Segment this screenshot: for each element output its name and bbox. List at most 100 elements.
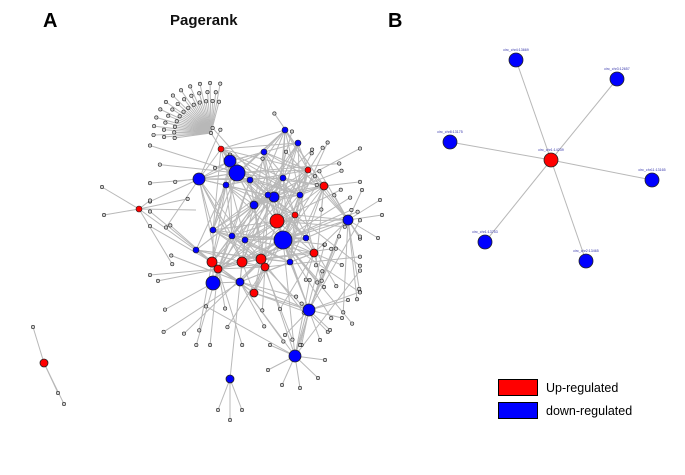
- edge: [212, 127, 275, 198]
- edge: [276, 220, 315, 254]
- spoke-node-label: circ_chr8:13175: [437, 130, 463, 134]
- network-node: [294, 294, 299, 299]
- edge: [212, 184, 227, 231]
- network-node: [161, 329, 166, 334]
- edge: [276, 185, 325, 222]
- edge: [220, 142, 299, 150]
- edge: [225, 184, 255, 206]
- down-regulated-node: [192, 172, 206, 186]
- edge: [239, 281, 265, 327]
- legend: Up-regulated down-regulated: [498, 377, 632, 423]
- edge: [138, 208, 173, 265]
- network-node: [218, 81, 223, 86]
- edge: [103, 208, 140, 216]
- network-node: [355, 209, 360, 214]
- network-node: [309, 151, 314, 156]
- down-regulated-node: [294, 139, 302, 147]
- edge: [323, 185, 361, 237]
- edge: [308, 299, 349, 311]
- network-node: [317, 169, 322, 174]
- edge: [267, 194, 291, 263]
- edge: [149, 145, 238, 174]
- network-node: [213, 90, 218, 95]
- edge: [264, 266, 329, 333]
- up-regulated-node: [255, 253, 267, 265]
- down-regulated-node: [192, 246, 200, 254]
- down-regulated-node: [235, 277, 245, 287]
- network-node: [357, 290, 362, 295]
- down-regulated-node: [228, 164, 246, 182]
- network-node: [168, 223, 173, 228]
- down-regulated-node: [578, 253, 594, 269]
- network-node: [310, 147, 315, 152]
- edge: [212, 172, 238, 231]
- up-regulated-node: [309, 248, 319, 258]
- network-node: [169, 253, 174, 258]
- network-node: [148, 143, 153, 148]
- network-node: [188, 84, 193, 89]
- edge: [308, 291, 361, 311]
- edge: [282, 239, 361, 293]
- edge: [217, 235, 233, 270]
- network-node: [339, 315, 344, 320]
- down-regulated-node: [342, 214, 354, 226]
- network-node: [272, 111, 277, 116]
- network-node: [197, 100, 202, 105]
- down-regulated-node: [209, 226, 217, 234]
- edge: [347, 219, 379, 239]
- network-node: [375, 236, 380, 241]
- network-node: [189, 93, 194, 98]
- edge: [307, 169, 349, 221]
- legend-swatch-down: [498, 402, 538, 419]
- down-regulated-node: [205, 275, 221, 291]
- edge: [294, 214, 361, 267]
- network-node: [265, 367, 270, 372]
- edge: [220, 148, 309, 171]
- network-node: [102, 213, 107, 218]
- network-node: [182, 97, 187, 102]
- down-regulated-node: [508, 52, 524, 68]
- up-regulated-node: [543, 152, 559, 168]
- down-regulated-node: [296, 191, 304, 199]
- edge: [347, 219, 360, 289]
- network-node: [210, 99, 215, 104]
- network-node: [163, 99, 168, 104]
- down-regulated-node: [241, 236, 249, 244]
- down-regulated-node: [302, 234, 310, 242]
- network-node: [186, 105, 191, 110]
- edge: [282, 129, 286, 179]
- network-node: [278, 306, 283, 311]
- network-node: [158, 107, 163, 112]
- edge: [149, 268, 219, 276]
- network-node: [262, 324, 267, 329]
- network-node: [342, 224, 347, 229]
- network-node: [320, 269, 325, 274]
- edge: [308, 219, 361, 311]
- network-node: [173, 179, 178, 184]
- edge: [305, 219, 349, 239]
- edge: [165, 101, 212, 134]
- edge: [264, 256, 361, 268]
- network-node: [313, 263, 318, 268]
- legend-item-down: down-regulated: [498, 400, 632, 421]
- network-node: [208, 342, 213, 347]
- network-node: [197, 91, 202, 96]
- network-node: [157, 162, 162, 167]
- network-node: [170, 107, 175, 112]
- network-node: [172, 124, 177, 129]
- star-edge: [449, 141, 552, 161]
- network-node: [357, 234, 362, 239]
- down-regulated-node: [273, 230, 293, 250]
- down-regulated-node: [249, 200, 259, 210]
- network-node: [197, 81, 202, 86]
- panel-a-letter: A: [43, 10, 58, 32]
- edge: [261, 266, 266, 311]
- network-node: [55, 390, 60, 395]
- network-node: [152, 124, 157, 129]
- down-regulated-node: [279, 174, 287, 182]
- edge: [273, 170, 342, 198]
- star-edge: [550, 78, 618, 161]
- network-node: [322, 242, 327, 247]
- up-regulated-node: [135, 205, 143, 213]
- network-node: [281, 339, 286, 344]
